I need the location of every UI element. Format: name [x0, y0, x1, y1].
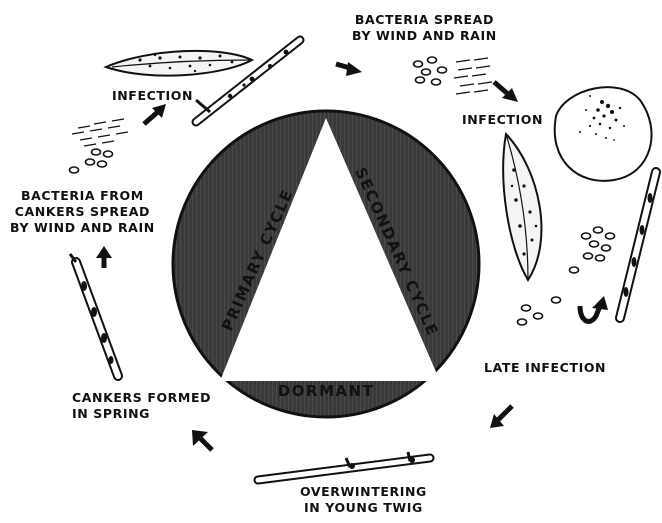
bacteria-from-cankers-label: BACTERIA FROM CANKERS SPREAD BY WIND AND…: [10, 188, 155, 236]
cycle-disk: PRIMARY CYCLE SECONDARY CYCLE DORMANT: [173, 111, 479, 417]
from-cankers-line1: BACTERIA FROM: [10, 188, 155, 204]
arrow-up-left-icon: [96, 246, 112, 268]
bacteria-spread-line2: BY WIND AND RAIN: [352, 28, 497, 44]
late-infection-label: LATE INFECTION: [484, 360, 606, 376]
arrow-to-infection-icon: [144, 104, 166, 124]
bacteria-spread-label: BACTERIA SPREAD BY WIND AND RAIN: [352, 12, 497, 44]
infected-leaf-right-icon: [503, 134, 541, 280]
arrow-downright-top-icon: [494, 82, 518, 102]
overwintering-label: OVERWINTERING IN YOUNG TWIG: [300, 484, 427, 516]
cankered-twig-left-icon: [70, 254, 118, 376]
late-infection-text: LATE INFECTION: [484, 360, 606, 375]
infection-top-text: INFECTION: [112, 88, 193, 103]
bacteria-spread-line1: BACTERIA SPREAD: [352, 12, 497, 28]
curved-arrow-right-icon: [580, 296, 608, 321]
arrow-upleft-bottom-icon: [192, 430, 212, 450]
arrow-right-top-icon: [336, 62, 362, 76]
infection-top-label: INFECTION: [112, 88, 193, 104]
infection-right-label: INFECTION: [462, 112, 543, 128]
overwintering-line1: OVERWINTERING: [300, 484, 427, 500]
infected-fruit-icon: [555, 87, 652, 181]
infection-right-text: INFECTION: [462, 112, 543, 127]
infected-leaf-top-icon: [106, 51, 252, 76]
from-cankers-line2: CANKERS SPREAD: [10, 204, 155, 220]
bacteria-cells-top-icon: [414, 57, 447, 85]
dormant-label: DORMANT: [278, 382, 375, 400]
cankers-line1: CANKERS FORMED: [72, 390, 211, 406]
from-cankers-line3: BY WIND AND RAIN: [10, 220, 155, 236]
overwintering-twig-icon: [258, 452, 430, 480]
bacteria-rain-top-icon: [454, 58, 492, 94]
bacteria-cells-left-icon: [70, 149, 113, 173]
cankers-formed-label: CANKERS FORMED IN SPRING: [72, 390, 211, 422]
bacteria-rain-left-icon: [72, 119, 128, 146]
cankered-twig-right-icon: [620, 172, 656, 318]
arrow-downleft-right-icon: [490, 406, 512, 428]
cankers-line2: IN SPRING: [72, 406, 211, 422]
overwintering-line2: IN YOUNG TWIG: [300, 500, 427, 516]
